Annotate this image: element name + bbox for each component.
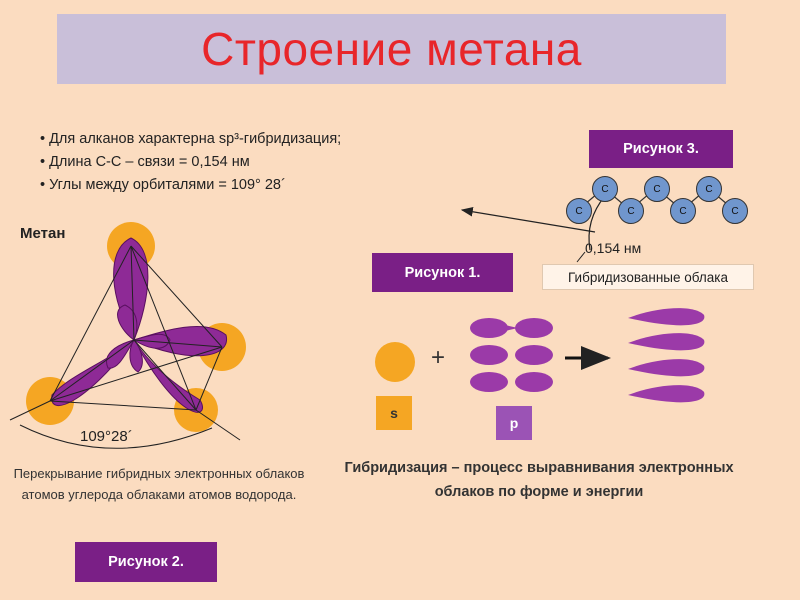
- carbon-atom-label: C: [627, 205, 635, 217]
- hybrid-orbital-3: [628, 359, 705, 377]
- carbon-atom-label: C: [679, 205, 687, 217]
- carbon-atom-label: C: [575, 205, 583, 217]
- methane-model: [9, 222, 246, 449]
- carbon-atom-label: C: [653, 183, 661, 195]
- carbon-atom: C: [696, 176, 722, 202]
- carbon-atom-label: C: [601, 183, 609, 195]
- bullet-bond-length: Длина С-С – связи = 0,154 нм: [40, 151, 341, 174]
- overlap-caption: Перекрывание гибридных электронных облак…: [13, 466, 305, 502]
- page-title: Строение метана: [201, 23, 582, 75]
- s-orbital-sphere: [375, 342, 415, 382]
- bond-length-label: 0,154 нм: [585, 240, 642, 256]
- bullet-angle: Углы между орбиталями = 109° 28´: [40, 174, 341, 197]
- carbon-atom-label: C: [705, 183, 713, 195]
- methane-label: Метан: [20, 225, 66, 242]
- orbital-small-lobe-1: [117, 304, 138, 341]
- angle-label: 109°28´: [80, 428, 133, 445]
- title-banner: Строение метана: [57, 14, 726, 84]
- p-orbital-label: p: [496, 406, 532, 440]
- figure3-label: Рисунок 3.: [589, 130, 733, 168]
- orbital-lobe-bottom: [133, 339, 204, 413]
- figure1-label: Рисунок 1.: [372, 253, 513, 292]
- carbon-atom-label: C: [731, 205, 739, 217]
- p-orbital-2: [470, 345, 553, 365]
- bullet-hybridization: Для алканов характерна sp³-гибридизация;: [40, 128, 341, 151]
- p-orbital-1: [470, 318, 553, 338]
- carbon-atom: C: [566, 198, 592, 224]
- carbon-atom: C: [592, 176, 618, 202]
- carbon-atom: C: [722, 198, 748, 224]
- carbon-atom: C: [670, 198, 696, 224]
- hybrid-orbital-2: [628, 333, 705, 351]
- p-orbital-3: [470, 372, 553, 392]
- carbon-atom: C: [618, 198, 644, 224]
- pointer-arrow: [460, 207, 596, 233]
- hybridization-definition: Гибридизация – процесс выравнивания элек…: [344, 460, 734, 500]
- plus-sign: +: [431, 344, 446, 371]
- hybridization-scheme: [375, 308, 705, 403]
- orbital-small-lobe-3: [106, 339, 136, 369]
- hybrid-orbital-4: [628, 385, 705, 403]
- angle-arc: [19, 424, 213, 449]
- carbon-atom: C: [644, 176, 670, 202]
- figure2-label: Рисунок 2.: [75, 542, 217, 582]
- orbital-small-lobe-4: [129, 339, 143, 373]
- hybrid-clouds-label: Гибридизованные облака: [542, 264, 754, 290]
- hybrid-orbital-1: [628, 308, 705, 326]
- s-orbital-label: s: [376, 396, 412, 430]
- bullet-list: Для алканов характерна sp³-гибридизация;…: [40, 128, 341, 197]
